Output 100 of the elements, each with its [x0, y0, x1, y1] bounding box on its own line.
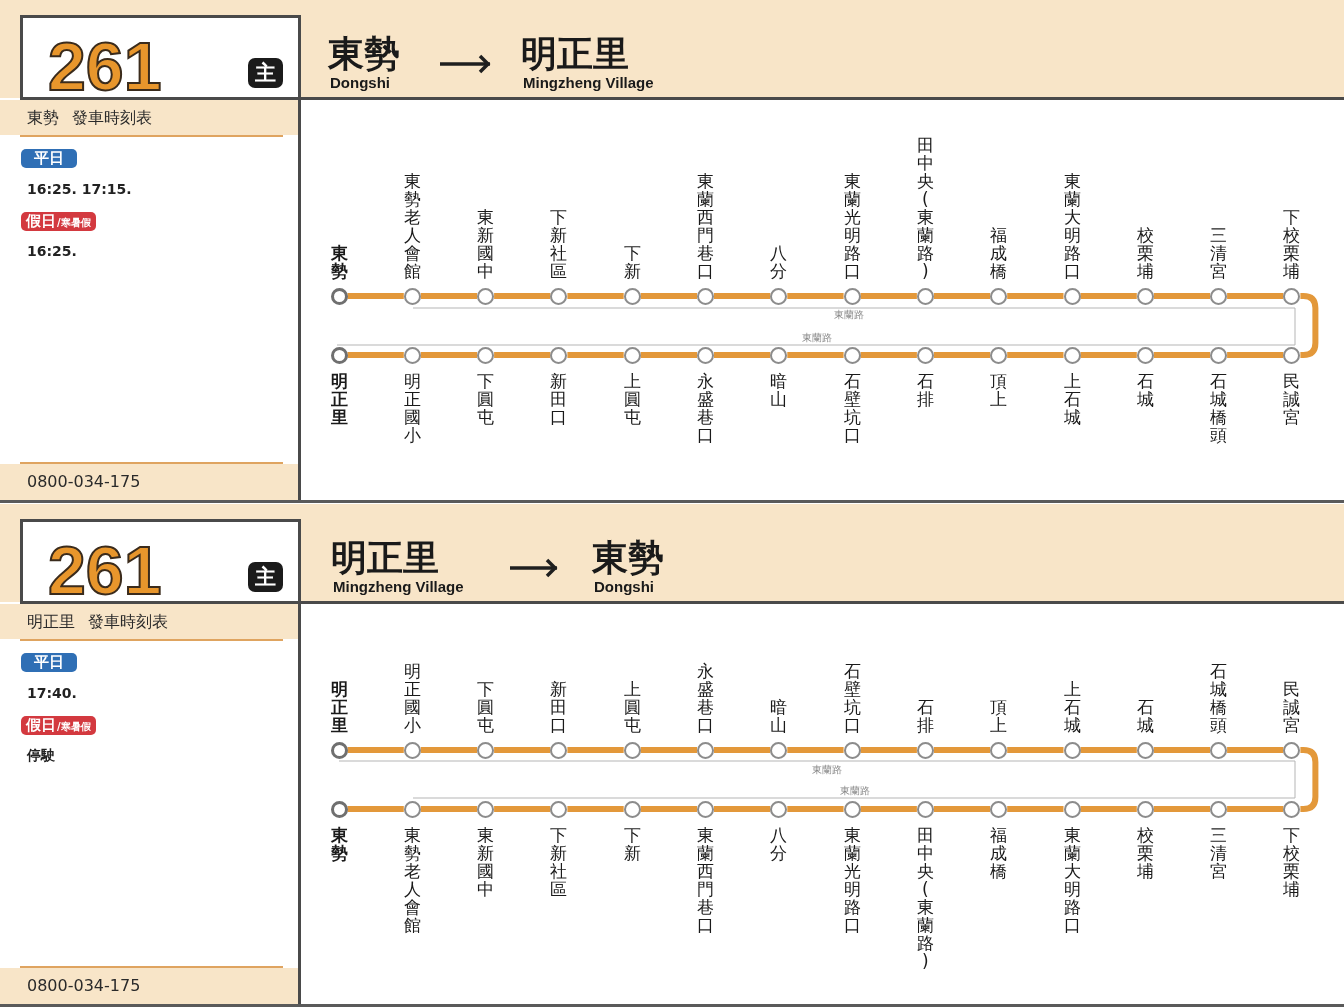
stop-name: 下新社區 [550, 825, 568, 898]
stop-name: 東新國中 [477, 825, 495, 898]
stop-name: 上石城 [1063, 679, 1081, 734]
route-line [1007, 293, 1064, 299]
road-name-label: 東蘭路 [802, 332, 832, 344]
route-line [1153, 747, 1211, 753]
stop-name: 石壁坑口 [843, 371, 861, 444]
route-line [860, 352, 917, 358]
stop-name: 下新社區 [550, 207, 568, 280]
route-line [933, 747, 991, 753]
stop-name: 新田口 [550, 371, 568, 426]
stop-name: 田中央(東蘭路) [916, 135, 934, 280]
stop-name: 石排 [916, 697, 934, 734]
route-line [860, 747, 917, 753]
stop-name: 新田口 [550, 679, 568, 734]
stop-name: 上石城 [1063, 371, 1081, 426]
route-line [420, 352, 478, 358]
terminal-name: 東勢 [328, 36, 400, 72]
route-line [1227, 352, 1284, 358]
route-line [1153, 293, 1211, 299]
route-line [494, 352, 551, 358]
route-number: 261 [48, 536, 162, 604]
terminal-name: 明正里 [331, 540, 439, 576]
route-line [1080, 806, 1137, 812]
stop-name: 東勢老人會館 [403, 171, 421, 280]
road-name-label: 東蘭路 [834, 309, 864, 321]
route-line [420, 293, 478, 299]
weekday-badge: 平日 [21, 653, 77, 672]
route-line [860, 293, 917, 299]
stop-name: 下校栗埔 [1283, 207, 1301, 280]
stop-name: 福成橋 [990, 225, 1008, 280]
stop-name: 校栗埔 [1136, 825, 1154, 880]
stop-name: 石城 [1136, 697, 1154, 734]
route-line [787, 352, 844, 358]
route-line [1153, 806, 1211, 812]
stop-name: 石城 [1136, 371, 1154, 408]
stop-name: 東新國中 [477, 207, 495, 280]
route-line [787, 747, 844, 753]
route-line [567, 352, 624, 358]
route-line [567, 747, 624, 753]
route-line [1007, 747, 1064, 753]
terminal-name: 明正里 [521, 36, 629, 72]
stop-name: 永盛巷口 [697, 371, 714, 444]
route-line [787, 293, 844, 299]
route-line [714, 352, 771, 358]
departure-times: 停駛 [27, 746, 55, 764]
stop-name: 上圓屯 [623, 679, 641, 734]
route-line [933, 293, 991, 299]
route-line [1080, 747, 1137, 753]
route-line [640, 352, 697, 358]
stop-name: 下圓屯 [477, 371, 495, 426]
departure-times: 17:40. [27, 684, 77, 702]
route-line [933, 806, 991, 812]
stop-name: 東勢老人會館 [403, 825, 421, 934]
route-line [1007, 806, 1064, 812]
weekday-badge: 平日 [21, 149, 77, 168]
route-line [347, 352, 404, 358]
timetable-heading: 明正里 發車時刻表 [0, 604, 298, 639]
stop-name: 三清宮 [1210, 825, 1228, 880]
stop-name: 三清宮 [1210, 225, 1228, 280]
stop-name: 暗山 [770, 697, 788, 734]
route-type-badge: 主 [248, 58, 283, 88]
route-line [1300, 747, 1319, 812]
departure-times: 16:25. [27, 242, 77, 260]
route-type-badge: 主 [248, 562, 283, 592]
route-line [567, 806, 624, 812]
terminal-stop-name: 東勢 [330, 825, 348, 862]
stop-name: 東蘭光明路口 [843, 171, 861, 280]
route-line [567, 293, 624, 299]
stop-name: 東蘭大明路口 [1063, 825, 1081, 934]
stop-name: 東蘭西門巷口 [697, 825, 714, 934]
stop-name: 東蘭大明路口 [1063, 171, 1081, 280]
phone-number-footer: 0800-034-175 [0, 464, 298, 500]
stop-name: 石城橋頭 [1210, 371, 1228, 444]
route-line [494, 293, 551, 299]
route-line [1080, 352, 1137, 358]
route-line [1300, 293, 1319, 358]
terminal-name: 東勢 [592, 540, 664, 576]
stop-name: 下校栗埔 [1283, 825, 1301, 898]
terminal-stop-name: 東勢 [330, 243, 348, 280]
route-line [347, 806, 404, 812]
stop-name: 民誠宮 [1283, 679, 1301, 734]
stop-name: 下新 [623, 243, 641, 280]
route-line [1080, 293, 1137, 299]
route-line [714, 747, 771, 753]
route-line [1227, 747, 1284, 753]
route-line [714, 293, 771, 299]
road-name-label: 東蘭路 [812, 764, 842, 776]
road-name-label: 東蘭路 [840, 785, 870, 797]
phone-number-footer: 0800-034-175 [0, 968, 298, 1004]
route-line [640, 293, 697, 299]
stop-name: 下新 [623, 825, 641, 862]
stop-name: 下圓屯 [477, 679, 495, 734]
route-line [1227, 806, 1284, 812]
stop-name: 明正國小 [403, 661, 421, 734]
stop-name: 石壁坑口 [843, 661, 861, 734]
route-line [1007, 352, 1064, 358]
route-number: 261 [48, 32, 162, 100]
stop-name: 頂上 [990, 371, 1008, 408]
stop-name: 石排 [916, 371, 934, 408]
